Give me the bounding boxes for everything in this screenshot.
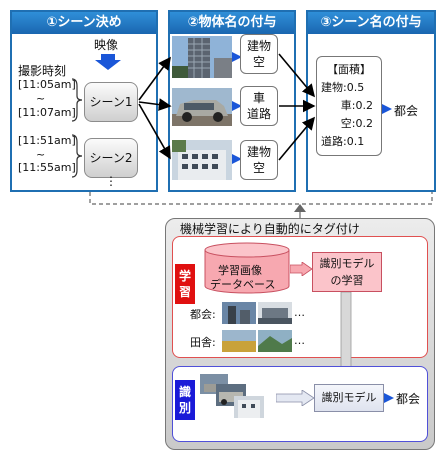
identification-tag: 識別 <box>175 380 195 420</box>
object-label-box-1: 建物 空 <box>240 34 278 74</box>
database-label-2: データベース <box>210 278 276 291</box>
panel-title: ①シーン決め <box>12 12 156 34</box>
ml-title: 機械学習により自動的にタグ付け <box>180 222 360 236</box>
city-sample-photo-2 <box>258 302 292 324</box>
model-training-label-1: 識別モデル <box>319 257 375 270</box>
scene1-box: シーン1 <box>84 82 138 122</box>
rural-sample-photo-1 <box>222 330 256 352</box>
identification-model-label: 識別モデル <box>321 391 377 404</box>
right-arrow-icon <box>232 154 242 164</box>
area-ratio-box: 【面積】 建物:0.5 車:0.2 空:0.2 道路:0.1 <box>316 56 382 156</box>
identification-output: 都会 <box>396 392 421 406</box>
scene2-tilde: ~ <box>36 148 46 161</box>
learning-tag: 学習 <box>175 264 195 304</box>
scene1-tilde: ~ <box>36 92 46 105</box>
scene1-label: シーン1 <box>89 95 133 109</box>
flow-arrows <box>138 53 316 161</box>
training-database-icon <box>204 242 290 294</box>
area-building: 建物:0.5 <box>321 81 365 94</box>
right-arrow-icon <box>232 52 242 62</box>
object-3-line2: 空 <box>252 161 265 175</box>
object-label-box-3: 建物 空 <box>240 140 278 180</box>
city-samples-ellipsis: … <box>294 306 305 319</box>
area-road: 道路:0.1 <box>321 135 365 148</box>
panel-title: ③シーン名の付与 <box>308 12 434 34</box>
scene-result-label: 都会 <box>394 104 419 118</box>
right-arrow-icon <box>382 104 392 114</box>
capture-time-heading: 撮影時刻 <box>18 64 67 78</box>
city-label: 都会: <box>190 308 216 321</box>
panel-title: ②物体名の付与 <box>170 12 294 34</box>
object-2-line1: 車 <box>252 91 265 105</box>
more-scenes-ellipsis: ⋮ <box>105 174 117 188</box>
rural-sample-photo-2 <box>258 330 292 352</box>
scene2-brace <box>71 134 83 178</box>
building-photo-1 <box>172 36 232 78</box>
scene2-label: シーン2 <box>89 151 133 165</box>
scene1-brace <box>71 78 83 122</box>
car-photo <box>172 88 232 126</box>
rural-samples-ellipsis: … <box>294 334 305 347</box>
object-1-line1: 建物 <box>246 39 271 53</box>
scene1-end-time: [11:07am] <box>18 106 76 119</box>
scene2-start-time: [11:51am] <box>18 134 76 147</box>
area-heading: 【面積】 <box>327 63 371 76</box>
rural-label: 田舎: <box>190 336 216 349</box>
down-arrow-icon <box>95 54 121 70</box>
object-3-line1: 建物 <box>246 145 271 159</box>
identification-model-box: 識別モデル <box>314 384 384 412</box>
learning-area <box>172 236 428 358</box>
object-label-box-2: 車 道路 <box>240 86 278 126</box>
database-label-1: 学習画像 <box>218 264 262 277</box>
object-2-line2: 道路 <box>246 107 271 121</box>
input-photo-3 <box>234 396 264 418</box>
video-label: 映像 <box>94 38 119 52</box>
scene1-start-time: [11:05am] <box>18 78 76 91</box>
building-photo-2 <box>172 140 232 180</box>
right-arrow-icon <box>276 390 314 406</box>
model-training-box: 識別モデル の学習 <box>312 252 382 292</box>
right-arrow-icon <box>290 262 312 276</box>
right-arrow-icon <box>232 101 242 111</box>
scene2-box: シーン2 <box>84 138 138 178</box>
city-sample-photo-1 <box>222 302 256 324</box>
scene2-end-time: [11:55am] <box>18 161 76 174</box>
area-sky: 空:0.2 <box>340 117 373 130</box>
right-arrow-icon <box>384 393 394 403</box>
model-training-label-2: の学習 <box>330 274 364 287</box>
object-1-line2: 空 <box>252 55 265 69</box>
area-car: 車:0.2 <box>340 99 373 112</box>
